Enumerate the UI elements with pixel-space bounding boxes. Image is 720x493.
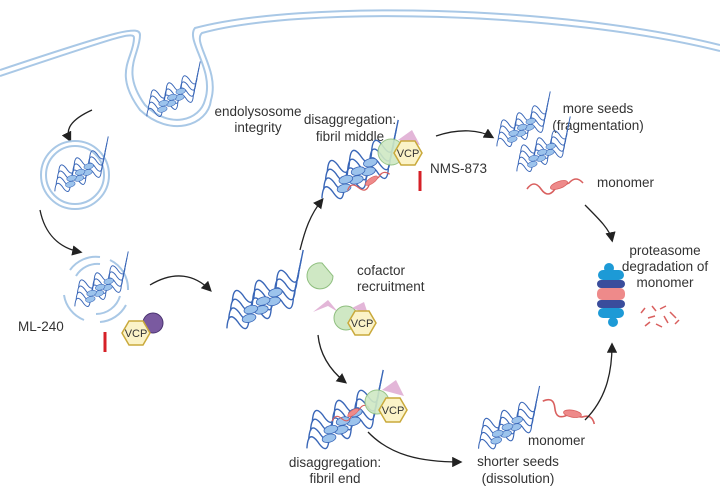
damaged-endolysosome — [63, 255, 130, 323]
monomer-top — [526, 177, 584, 195]
seed-fibril-1 — [486, 90, 562, 151]
label-monomer-degraded: monomer — [636, 275, 694, 290]
label-shorter-seeds: shorter seeds — [477, 454, 559, 469]
proteasome-icon — [597, 263, 625, 327]
endosome-vesicle — [40, 140, 110, 210]
arrow-to-endolysosome — [39, 209, 83, 256]
ml240-inhibition — [0, 332, 107, 352]
label-cofactor: cofactor — [357, 263, 406, 278]
arrow-to-cytosol — [149, 275, 212, 292]
label-fibril-middle: fibril middle — [316, 129, 384, 144]
peptide-fragments — [640, 305, 680, 328]
arrow-to-proteasome — [584, 204, 616, 243]
cytosolic-fibril — [211, 249, 320, 334]
plasma-membrane — [0, 9, 720, 127]
label-recruitment: recruitment — [357, 279, 425, 294]
vcp-label: VCP — [125, 328, 148, 340]
label-more-seeds: more seeds — [563, 101, 634, 116]
arrow-to-seeds — [435, 128, 495, 139]
label-monomer-top: monomer — [597, 175, 655, 190]
arrow-bottom-to-proteasome — [584, 342, 618, 421]
label-fragmentation: (fragmentation) — [552, 118, 644, 133]
adaptor-icon — [313, 300, 338, 312]
vcp-adaptor — [382, 380, 404, 396]
label-fibril-end: fibril end — [309, 471, 360, 486]
label-nms873: NMS-873 — [430, 161, 487, 176]
label-monomer-bottom: monomer — [528, 433, 586, 448]
vcp-label: VCP — [397, 148, 420, 160]
arrow-to-end — [317, 334, 348, 384]
cofactor-icon — [306, 262, 334, 290]
arrow-to-shorter-seeds — [367, 431, 463, 468]
arrow-endocytosis — [61, 109, 93, 143]
nms873-inhibition — [418, 171, 520, 191]
label-integrity: integrity — [234, 120, 282, 135]
label-ml240: ML-240 — [18, 319, 64, 334]
vcp-label: VCP — [351, 318, 374, 330]
label-endolysosome: endolysosome — [214, 104, 301, 119]
label-disaggregation-middle: disaggregation: — [304, 112, 396, 127]
label-degradation-of: degradation of — [622, 259, 709, 274]
label-dissolution: (dissolution) — [482, 471, 555, 486]
endolysosome-fibril — [64, 250, 140, 311]
label-proteasome: proteasome — [629, 243, 700, 258]
vcp-label: VCP — [382, 405, 405, 417]
label-disaggregation-end: disaggregation: — [289, 455, 381, 470]
arrow-to-middle — [299, 197, 324, 251]
monomer-bottom — [539, 391, 598, 435]
